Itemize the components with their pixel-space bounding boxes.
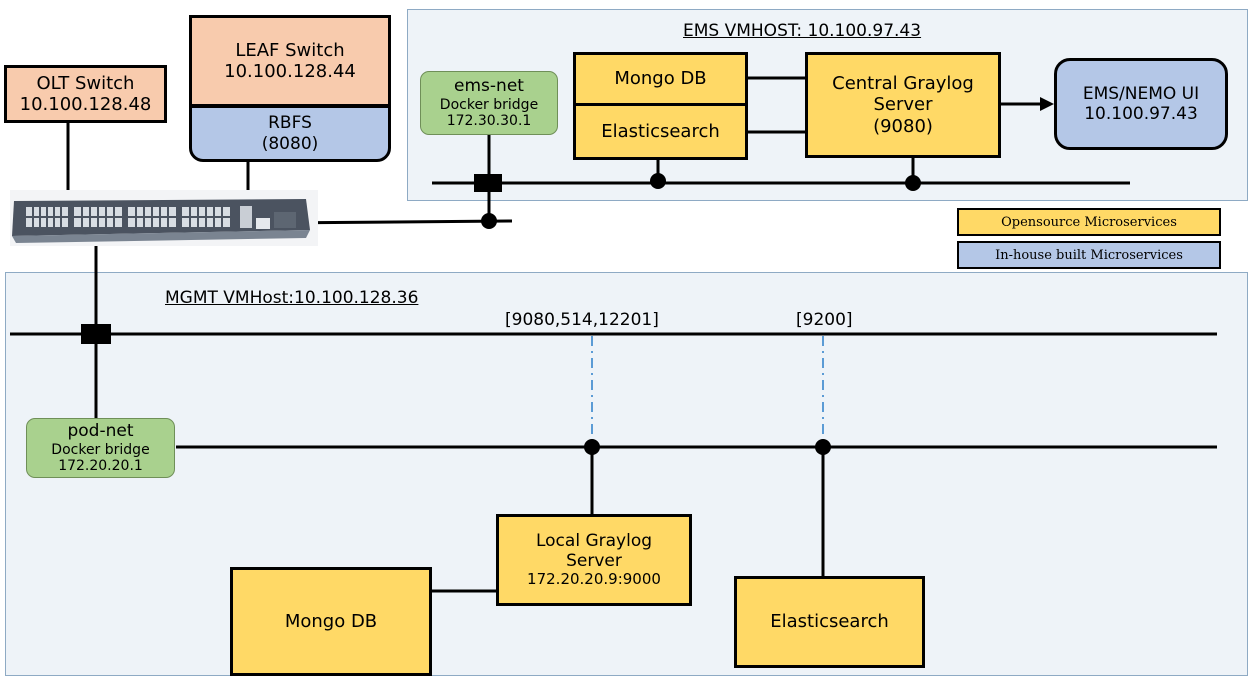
pod-net-ip: 172.20.20.1 [58, 457, 143, 474]
ems-net-name: ems-net [454, 76, 524, 97]
pod-net-type: Docker bridge [51, 441, 150, 458]
olt-switch-name: OLT Switch [36, 72, 135, 94]
leaf-switch: LEAF Switch 10.100.128.44 [189, 15, 391, 107]
graylog-ports-label: [9080,514,12201] [505, 310, 659, 330]
local-graylog-addr: 172.20.20.9:9000 [527, 570, 661, 589]
mgmt-vmhost-region [5, 272, 1248, 676]
ems-elasticsearch: Elasticsearch [573, 103, 748, 160]
mgmt-elasticsearch: Elasticsearch [734, 576, 925, 668]
network-switch-icon [10, 190, 318, 246]
mgmt-mongo-db: Mongo DB [230, 567, 432, 676]
legend-inhouse-label: In-house built Microservices [995, 247, 1183, 263]
ems-net-bridge: ems-net Docker bridge 172.30.30.1 [420, 71, 558, 135]
rbfs-port: (8080) [261, 133, 319, 154]
rbfs-service: RBFS (8080) [189, 105, 391, 162]
pod-net-bridge: pod-net Docker bridge 172.20.20.1 [26, 418, 175, 478]
ems-net-type: Docker bridge [439, 96, 539, 113]
legend-opensource-label: Opensource Microservices [1001, 214, 1177, 230]
leaf-switch-name: LEAF Switch [235, 39, 345, 61]
legend-inhouse: In-house built Microservices [957, 241, 1221, 269]
ems-elasticsearch-label: Elasticsearch [601, 120, 720, 142]
local-graylog-line1: Local Graylog [535, 531, 653, 552]
ems-mongo-db-label: Mongo DB [614, 68, 707, 90]
pod-net-name: pod-net [67, 421, 134, 442]
central-graylog-line2: Server [873, 94, 933, 116]
es-port-label: [9200] [796, 310, 853, 330]
local-graylog-line2: Server [566, 551, 622, 572]
leaf-switch-ip: 10.100.128.44 [224, 61, 356, 82]
ems-nemo-ui: EMS/NEMO UI 10.100.97.43 [1054, 58, 1228, 150]
olt-switch-ip: 10.100.128.48 [19, 94, 152, 115]
local-graylog-server: Local Graylog Server 172.20.20.9:9000 [496, 514, 692, 606]
mgmt-mongo-db-label: Mongo DB [284, 610, 378, 632]
ems-net-ip: 172.30.30.1 [446, 112, 532, 129]
central-graylog-line1: Central Graylog [832, 73, 974, 95]
mgmt-elasticsearch-label: Elasticsearch [770, 611, 889, 633]
central-graylog-server: Central Graylog Server (9080) [805, 52, 1001, 158]
ems-nemo-ui-name: EMS/NEMO UI [1082, 83, 1200, 104]
rbfs-name: RBFS [268, 113, 312, 134]
ems-vmhost-title: EMS VMHOST: 10.100.97.43 [683, 21, 922, 41]
ems-nemo-ui-ip: 10.100.97.43 [1084, 104, 1198, 124]
olt-switch: OLT Switch 10.100.128.48 [4, 65, 167, 123]
ems-mongo-db: Mongo DB [573, 52, 748, 106]
legend-opensource: Opensource Microservices [957, 208, 1221, 236]
mgmt-vmhost-title: MGMT VMHost:10.100.128.36 [165, 288, 419, 308]
central-graylog-port: (9080) [873, 115, 933, 137]
